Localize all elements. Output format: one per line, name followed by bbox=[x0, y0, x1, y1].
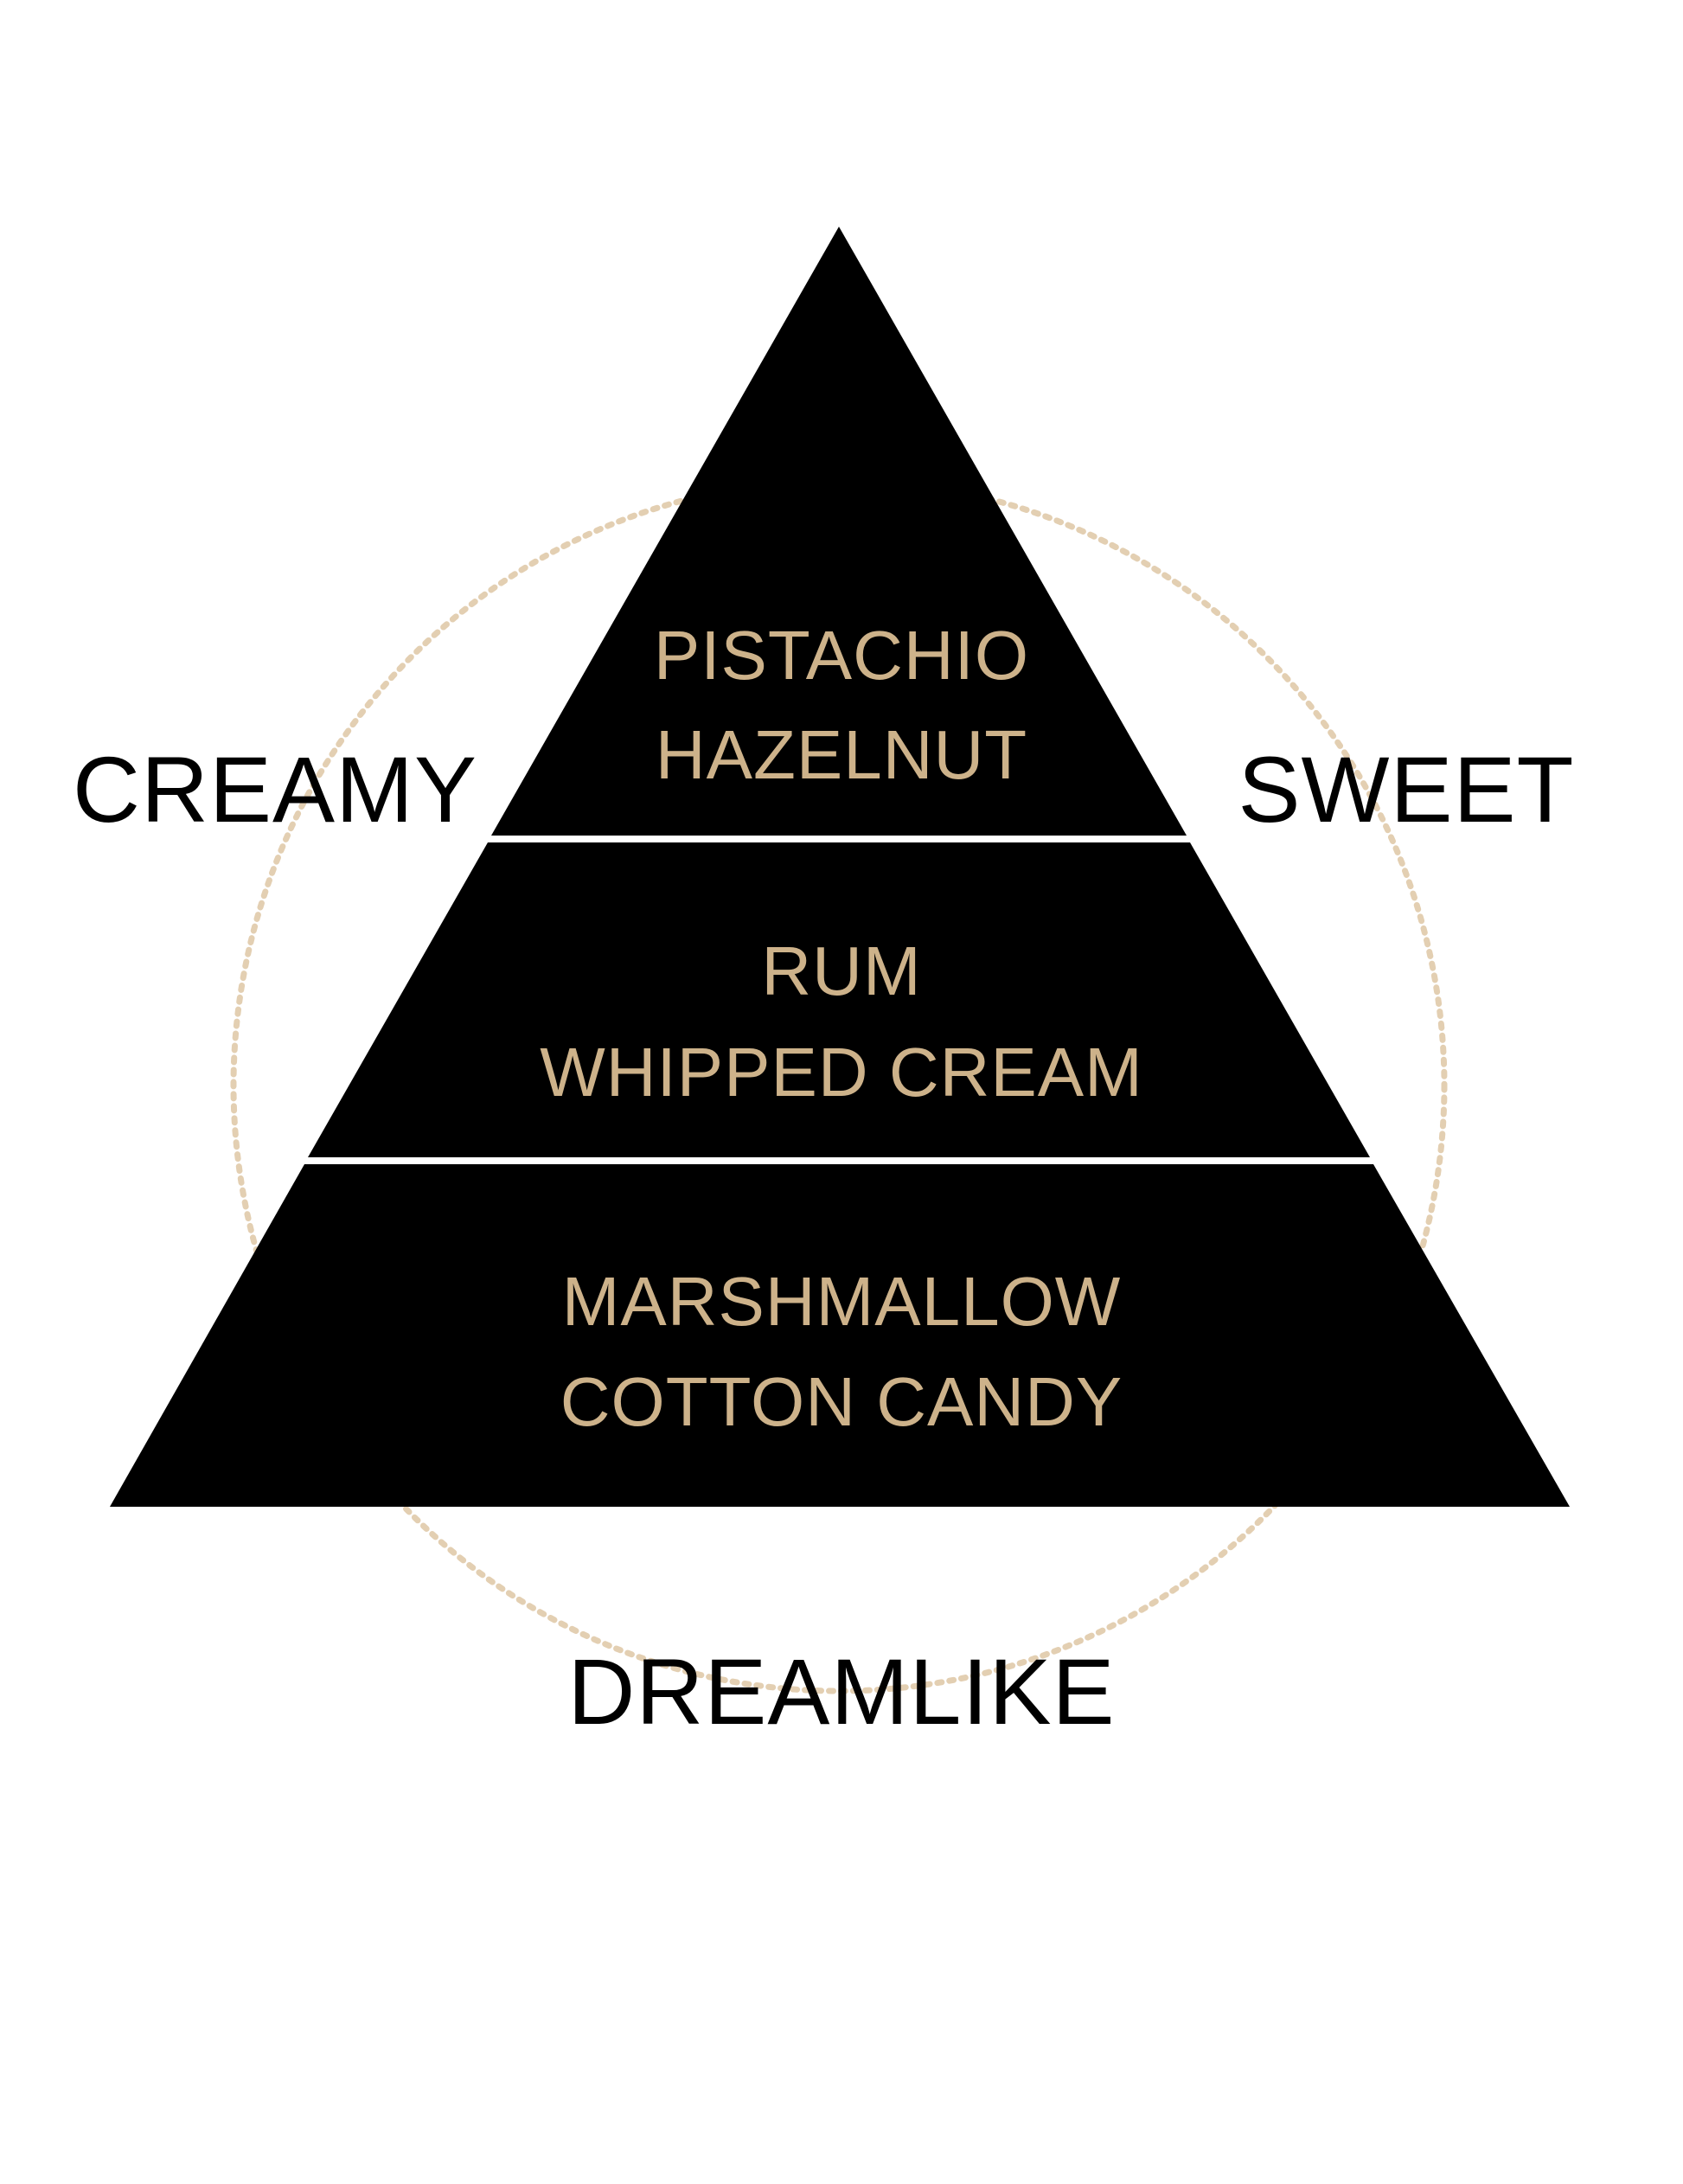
accord-label-left: CREAMY bbox=[73, 737, 477, 842]
tier-note: MARSHMALLOW bbox=[562, 1263, 1122, 1340]
tier-note: RUM bbox=[761, 932, 921, 1009]
pyramid-tier-top bbox=[491, 227, 1187, 836]
accord-label-bottom: DREAMLIKE bbox=[567, 1639, 1115, 1744]
tier-note: COTTON CANDY bbox=[560, 1363, 1123, 1440]
tier-note: WHIPPED CREAM bbox=[540, 1034, 1143, 1111]
accord-label-right: SWEET bbox=[1238, 737, 1574, 842]
pyramid-tier-middle bbox=[308, 842, 1370, 1157]
tier-note: HAZELNUT bbox=[656, 716, 1027, 793]
pyramid-tier-bottom bbox=[110, 1164, 1570, 1507]
tier-note: PISTACHIO bbox=[654, 617, 1029, 694]
